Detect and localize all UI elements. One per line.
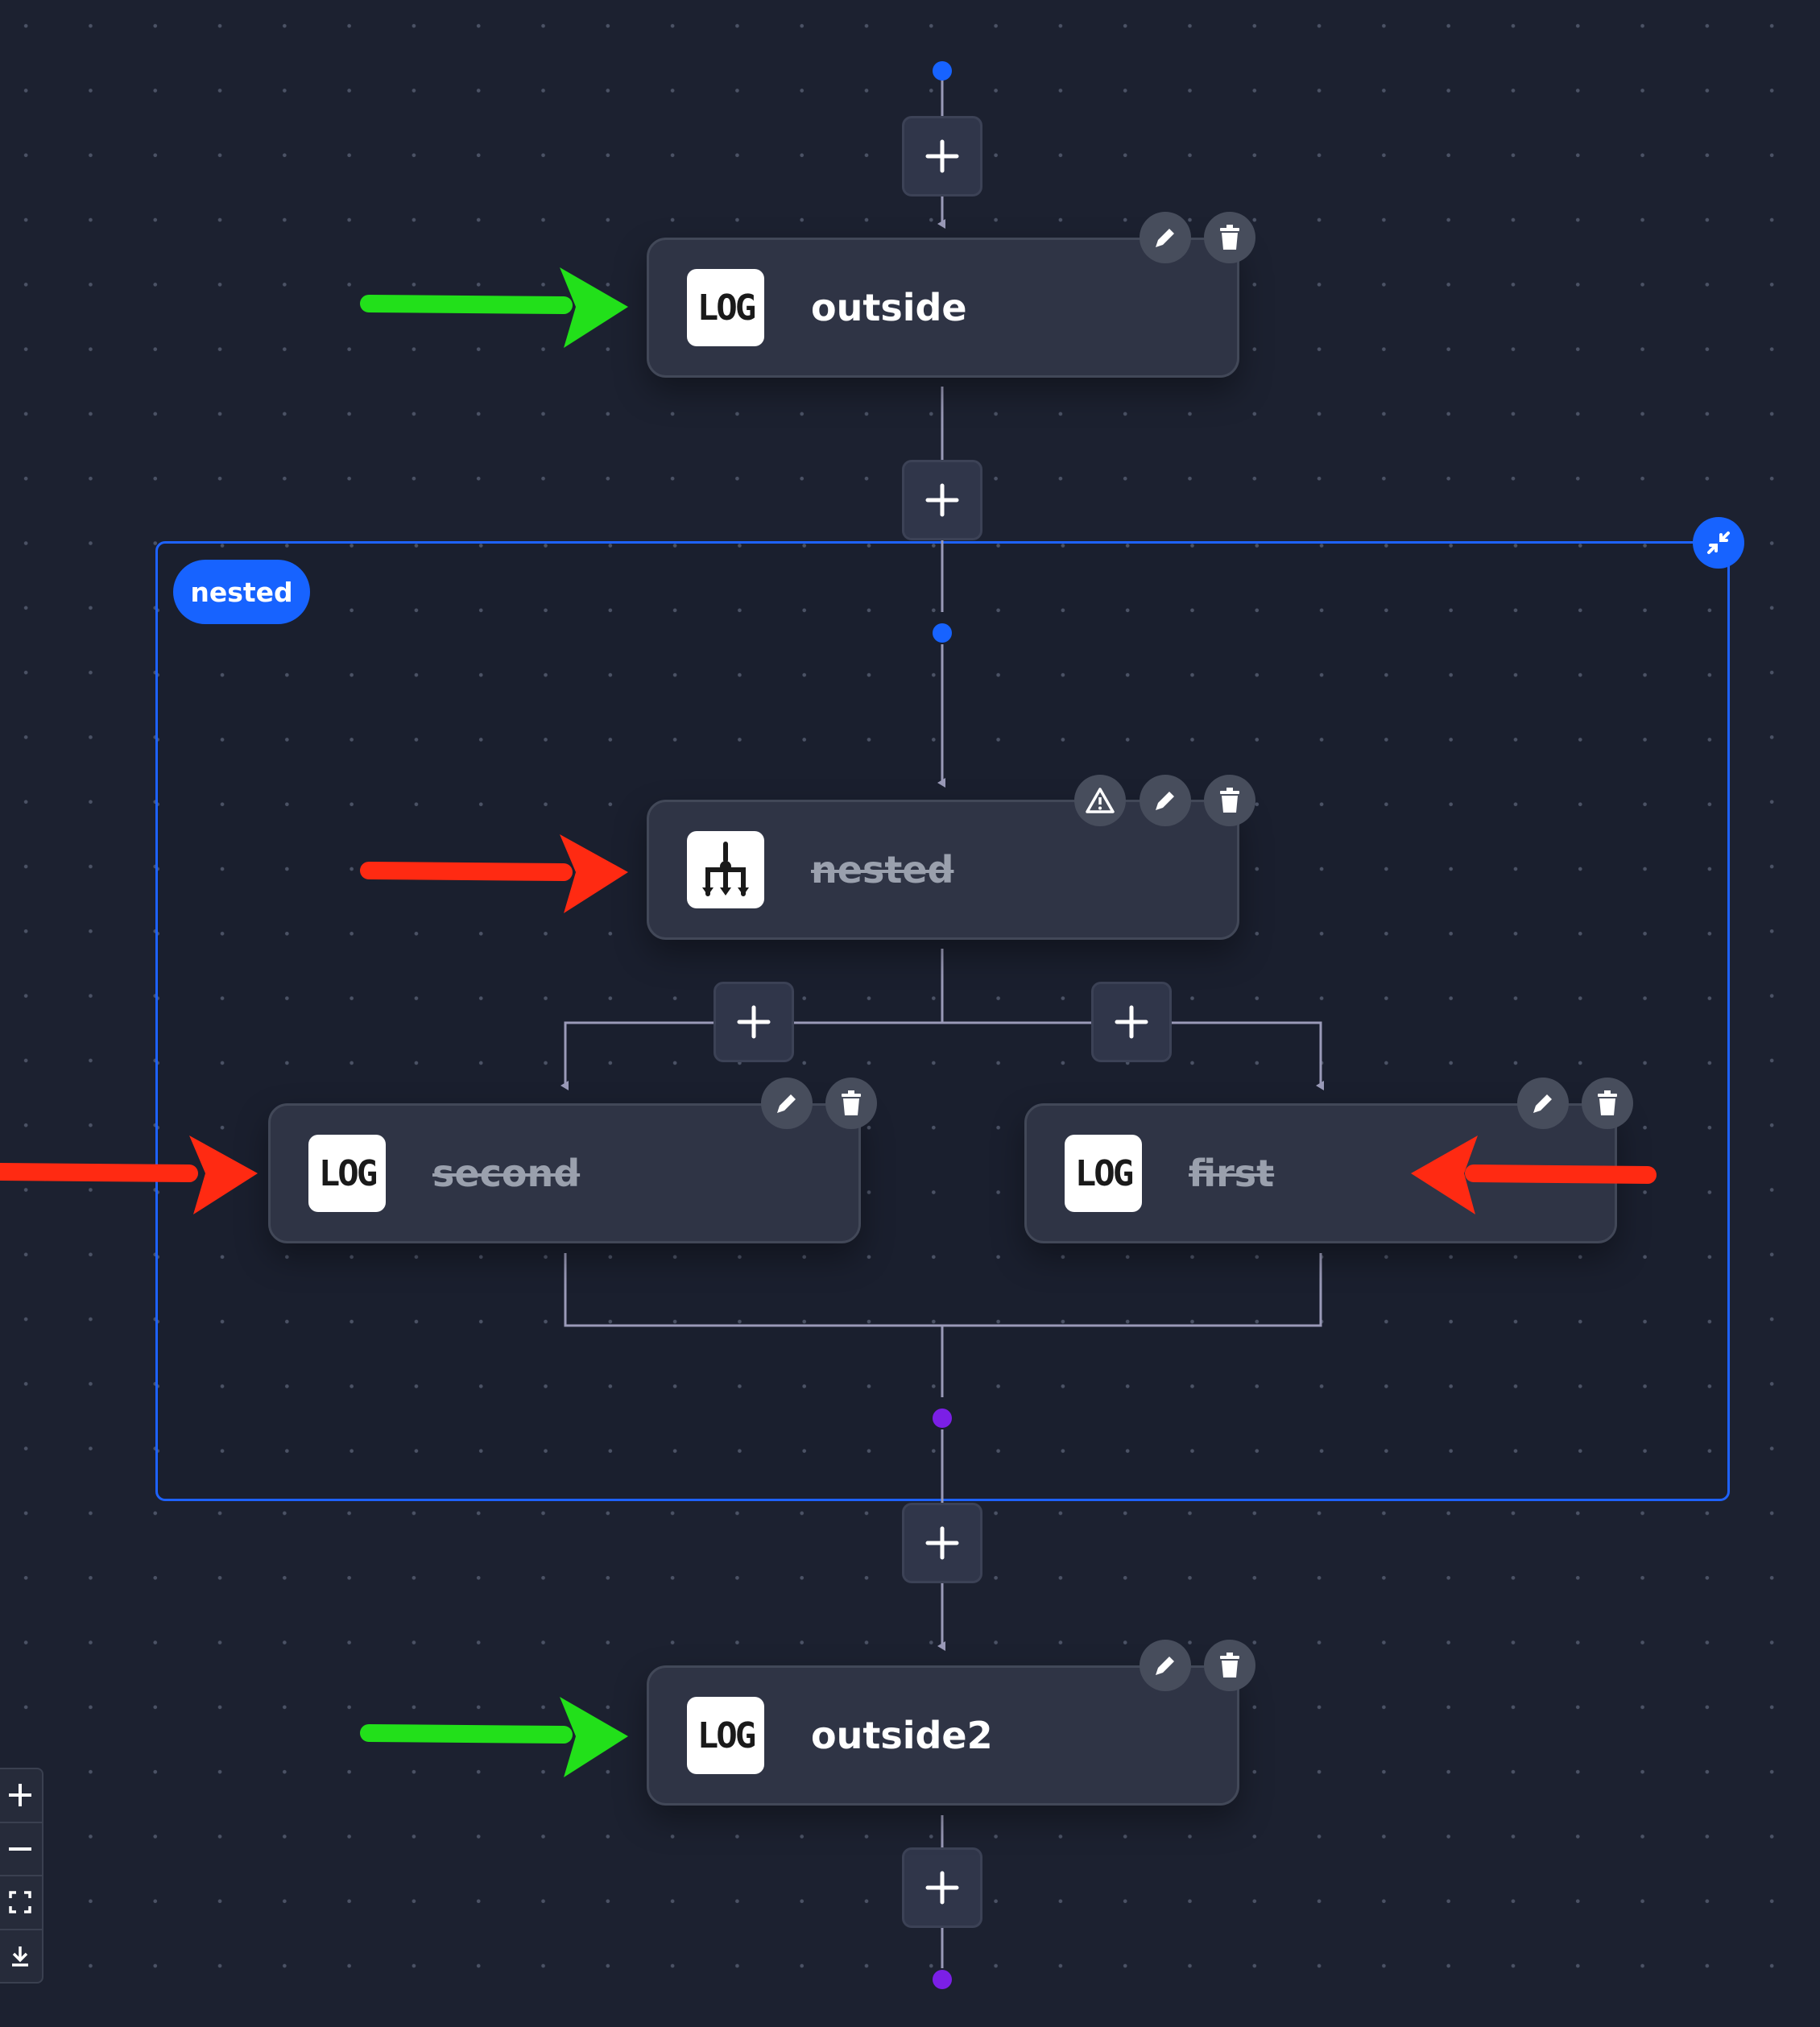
edit-node-button[interactable]: [1140, 775, 1191, 826]
add-step-button[interactable]: [902, 460, 982, 540]
edit-node-button[interactable]: [761, 1078, 813, 1129]
zoom-in-icon: [9, 1784, 31, 1807]
node-label: outside: [811, 286, 967, 329]
pencil-icon: [1533, 1094, 1552, 1113]
warning-icon: [1086, 788, 1115, 813]
task-node-second[interactable]: LOG second: [268, 1103, 861, 1243]
plus-icon: [925, 1871, 959, 1905]
delete-node-button[interactable]: [1204, 775, 1255, 826]
plus-icon: [737, 1005, 771, 1039]
add-branch-step-button[interactable]: [1091, 982, 1172, 1062]
node-label: outside2: [811, 1714, 993, 1757]
parallel-node-nested[interactable]: nested: [647, 800, 1239, 940]
log-icon: LOG: [308, 1135, 386, 1212]
end-dot: [933, 1970, 952, 1989]
trash-icon: [1598, 1090, 1617, 1115]
plus-icon: [1115, 1005, 1148, 1039]
download-icon: [12, 1946, 28, 1967]
add-step-button[interactable]: [902, 1503, 982, 1583]
warning-button[interactable]: [1074, 775, 1126, 826]
zoom-in-button[interactable]: [0, 1769, 42, 1823]
trash-icon: [1220, 225, 1239, 250]
pencil-icon: [1156, 1657, 1174, 1675]
collapse-icon: [1707, 532, 1730, 554]
add-step-button[interactable]: [902, 116, 982, 196]
start-dot: [933, 61, 952, 81]
log-icon: LOG: [687, 269, 764, 346]
task-node-outside2[interactable]: LOG outside2: [647, 1665, 1239, 1806]
trash-icon: [1220, 1653, 1239, 1677]
delete-node-button[interactable]: [825, 1078, 877, 1129]
plus-icon: [925, 1526, 959, 1560]
node-label: second: [432, 1152, 581, 1195]
add-branch-step-button[interactable]: [714, 982, 794, 1062]
fit-view-button[interactable]: [0, 1876, 42, 1930]
pencil-icon: [1156, 792, 1174, 810]
parallel-icon: [687, 831, 764, 908]
download-button[interactable]: [0, 1930, 42, 1983]
green-arrow-icon: [360, 1697, 628, 1777]
green-arrow-icon: [360, 267, 628, 348]
edit-node-button[interactable]: [1140, 212, 1191, 263]
delete-node-button[interactable]: [1204, 212, 1255, 263]
log-icon: LOG: [1065, 1135, 1142, 1212]
zoom-controls: [0, 1768, 43, 1984]
delete-node-button[interactable]: [1582, 1078, 1633, 1129]
pencil-icon: [777, 1094, 796, 1113]
add-step-button[interactable]: [902, 1847, 982, 1928]
task-node-outside[interactable]: LOG outside: [647, 238, 1239, 378]
trash-icon: [842, 1090, 861, 1115]
zoom-out-button[interactable]: [0, 1823, 42, 1876]
nested-group-container: [155, 541, 1730, 1501]
node-label: nested: [811, 848, 954, 891]
pencil-icon: [1156, 229, 1174, 247]
edit-node-button[interactable]: [1140, 1640, 1191, 1691]
collapse-group-button[interactable]: [1693, 517, 1744, 569]
group-label-badge[interactable]: nested: [173, 560, 310, 624]
delete-node-button[interactable]: [1204, 1640, 1255, 1691]
plus-icon: [925, 139, 959, 173]
edit-node-button[interactable]: [1517, 1078, 1569, 1129]
node-label: first: [1189, 1152, 1275, 1195]
trash-icon: [1220, 788, 1239, 813]
log-icon: LOG: [687, 1697, 764, 1774]
fit-view-icon: [9, 1891, 31, 1913]
zoom-out-icon: [9, 1847, 31, 1851]
plus-icon: [925, 483, 959, 517]
